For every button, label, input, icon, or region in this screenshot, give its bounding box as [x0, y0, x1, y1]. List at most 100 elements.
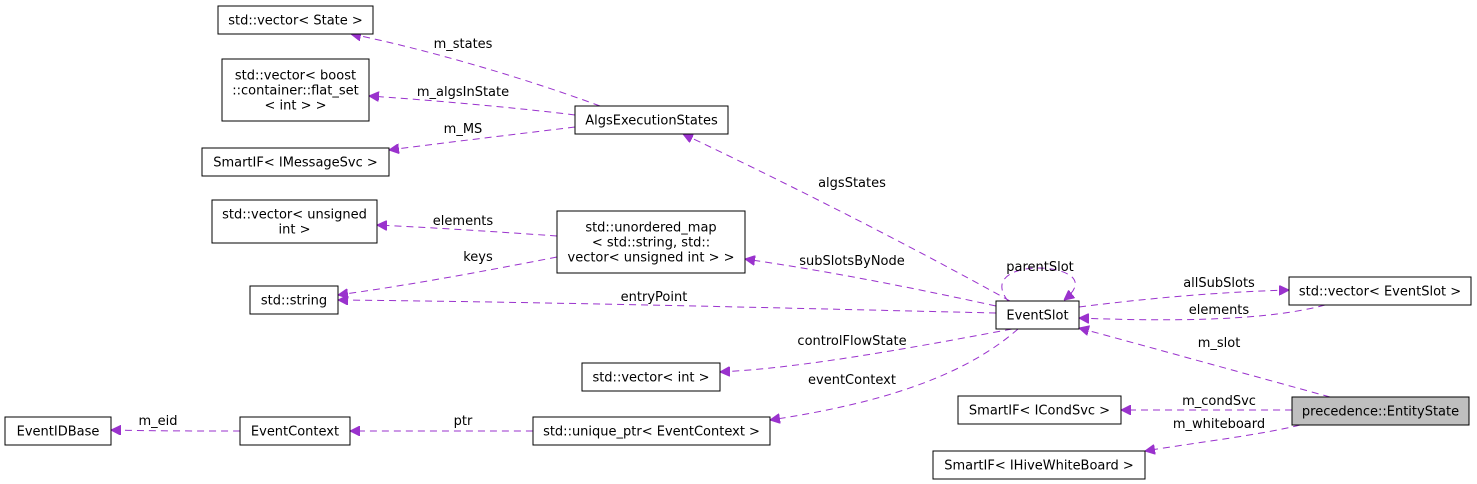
- node-label: EventSlot: [1006, 309, 1068, 324]
- node-smartif-icondsvc[interactable]: SmartIF< ICondSvc >: [957, 395, 1122, 425]
- edge-line: [1079, 304, 1326, 320]
- edge-line: [720, 328, 1013, 372]
- edge-label: keys: [463, 250, 493, 265]
- edge-all-sub-slots: allSubSlots: [1078, 276, 1289, 308]
- edge-ptr: ptr: [350, 414, 533, 431]
- edge-m-algs-in-state: m_algsInState: [369, 85, 576, 116]
- edge-label: entryPoint: [621, 290, 688, 305]
- edge-label: m_whiteboard: [1173, 417, 1265, 432]
- edge-label: eventContext: [808, 373, 896, 388]
- edge-label: m_slot: [1198, 336, 1241, 351]
- node-label: < int > >: [264, 99, 326, 114]
- edge-line: [683, 134, 1011, 302]
- node-vector-state[interactable]: std::vector< State >: [217, 5, 374, 35]
- edge-line: [338, 256, 558, 295]
- node-label: std::vector< unsigned: [222, 208, 367, 223]
- node-vector-flat-set[interactable]: std::vector< boost::container::flat_set<…: [221, 58, 370, 122]
- node-label: EventIDBase: [17, 425, 100, 440]
- node-label: SmartIF< IMessageSvc >: [213, 156, 378, 171]
- edges: m_states m_algsInState m_MS algsStates eleme…: [111, 34, 1331, 451]
- node-unordered-map[interactable]: std::unordered_map< std::string, std::ve…: [556, 210, 746, 274]
- node-box: [1288, 276, 1472, 306]
- node-box: [995, 300, 1080, 330]
- edge-label: parentSlot: [1006, 260, 1074, 275]
- edge-control-flow-state: controlFlowState: [720, 328, 1013, 372]
- edge-label: m_eid: [138, 414, 177, 429]
- edge-label: elements: [1189, 303, 1250, 318]
- node-label: SmartIF< ICondSvc >: [969, 404, 1110, 419]
- node-box: [1291, 396, 1470, 426]
- edge-line: [1078, 290, 1289, 308]
- edge-m-ms: m_MS: [389, 122, 576, 150]
- node-label: SmartIF< IHiveWhiteBoard >: [944, 459, 1134, 474]
- node-label: std::unique_ptr< EventContext >: [543, 425, 760, 440]
- node-box: [556, 210, 746, 274]
- node-box: [211, 199, 378, 244]
- edge-line: [111, 430, 241, 431]
- edge-parent-slot: parentSlot: [1001, 260, 1076, 302]
- edge-label: allSubSlots: [1183, 276, 1255, 291]
- node-label: ::container::flat_set: [232, 84, 359, 99]
- node-box: [4, 416, 112, 446]
- edge-line: [377, 225, 558, 237]
- node-label: std::vector< int >: [592, 371, 709, 386]
- edge-label: elements: [433, 214, 494, 229]
- edge-label: algsStates: [818, 176, 886, 191]
- edge-event-context: eventContext: [770, 328, 1019, 420]
- edge-line: [1145, 424, 1301, 451]
- node-label: precedence::EntityState: [1302, 405, 1459, 420]
- node-box: [581, 362, 721, 392]
- node-label: AlgsExecutionStates: [585, 114, 718, 129]
- node-label: std::vector< State >: [228, 14, 363, 29]
- node-entity-state[interactable]: precedence::EntityState: [1291, 396, 1470, 426]
- edge-entry-point: entryPoint: [338, 290, 997, 314]
- node-box: [532, 416, 771, 446]
- node-label: EventContext: [251, 425, 339, 440]
- edge-label: ptr: [454, 414, 473, 429]
- edge-m-whiteboard: m_whiteboard: [1145, 417, 1301, 451]
- node-label: std::unordered_map: [585, 221, 716, 236]
- node-event-slot[interactable]: EventSlot: [995, 300, 1080, 330]
- node-std-string[interactable]: std::string: [249, 285, 339, 315]
- node-vector-int[interactable]: std::vector< int >: [581, 362, 721, 392]
- edge-keys: keys: [338, 250, 558, 295]
- edge-m-cond-svc: m_condSvc: [1121, 394, 1292, 410]
- node-event-id-base[interactable]: EventIDBase: [4, 416, 112, 446]
- node-box: [249, 285, 339, 315]
- node-label: vector< unsigned int > >: [568, 251, 735, 266]
- edge-line: [338, 300, 997, 314]
- node-algs-execution-states[interactable]: AlgsExecutionStates: [574, 105, 729, 135]
- node-label: std::vector< boost: [235, 69, 356, 84]
- edge-line: [369, 96, 576, 116]
- edge-label: subSlotsByNode: [799, 254, 905, 269]
- node-label: int >: [279, 223, 311, 238]
- edge-label: m_states: [434, 37, 493, 52]
- node-event-context[interactable]: EventContext: [239, 416, 351, 446]
- node-smartif-imessagesvc[interactable]: SmartIF< IMessageSvc >: [201, 147, 390, 177]
- edge-sub-slots-by-node: subSlotsByNode: [745, 254, 997, 307]
- edge-line: [770, 328, 1019, 420]
- node-box: [221, 58, 370, 122]
- node-box: [201, 147, 390, 177]
- edge-line: [351, 34, 601, 107]
- node-box: [957, 395, 1122, 425]
- node-box: [574, 105, 729, 135]
- nodes: std::vector< State >std::vector< boost::…: [4, 5, 1472, 480]
- edge-line: [1001, 267, 1076, 302]
- edge-label: controlFlowState: [797, 334, 906, 349]
- edge-label: m_algsInState: [417, 85, 509, 100]
- node-smartif-ihivewhiteboard[interactable]: SmartIF< IHiveWhiteBoard >: [932, 450, 1146, 480]
- edge-elements-uint: elements: [377, 214, 558, 237]
- node-unique-ptr-event-context[interactable]: std::unique_ptr< EventContext >: [532, 416, 771, 446]
- node-label: std::vector< EventSlot >: [1299, 285, 1461, 300]
- edge-m-states: m_states: [351, 34, 601, 107]
- node-label: < std::string, std::: [592, 236, 710, 251]
- edge-line: [745, 259, 997, 307]
- edge-label: m_condSvc: [1182, 394, 1256, 409]
- node-vector-event-slot[interactable]: std::vector< EventSlot >: [1288, 276, 1472, 306]
- edge-m-eid: m_eid: [111, 414, 241, 431]
- edge-elements-slots: elements: [1079, 303, 1326, 320]
